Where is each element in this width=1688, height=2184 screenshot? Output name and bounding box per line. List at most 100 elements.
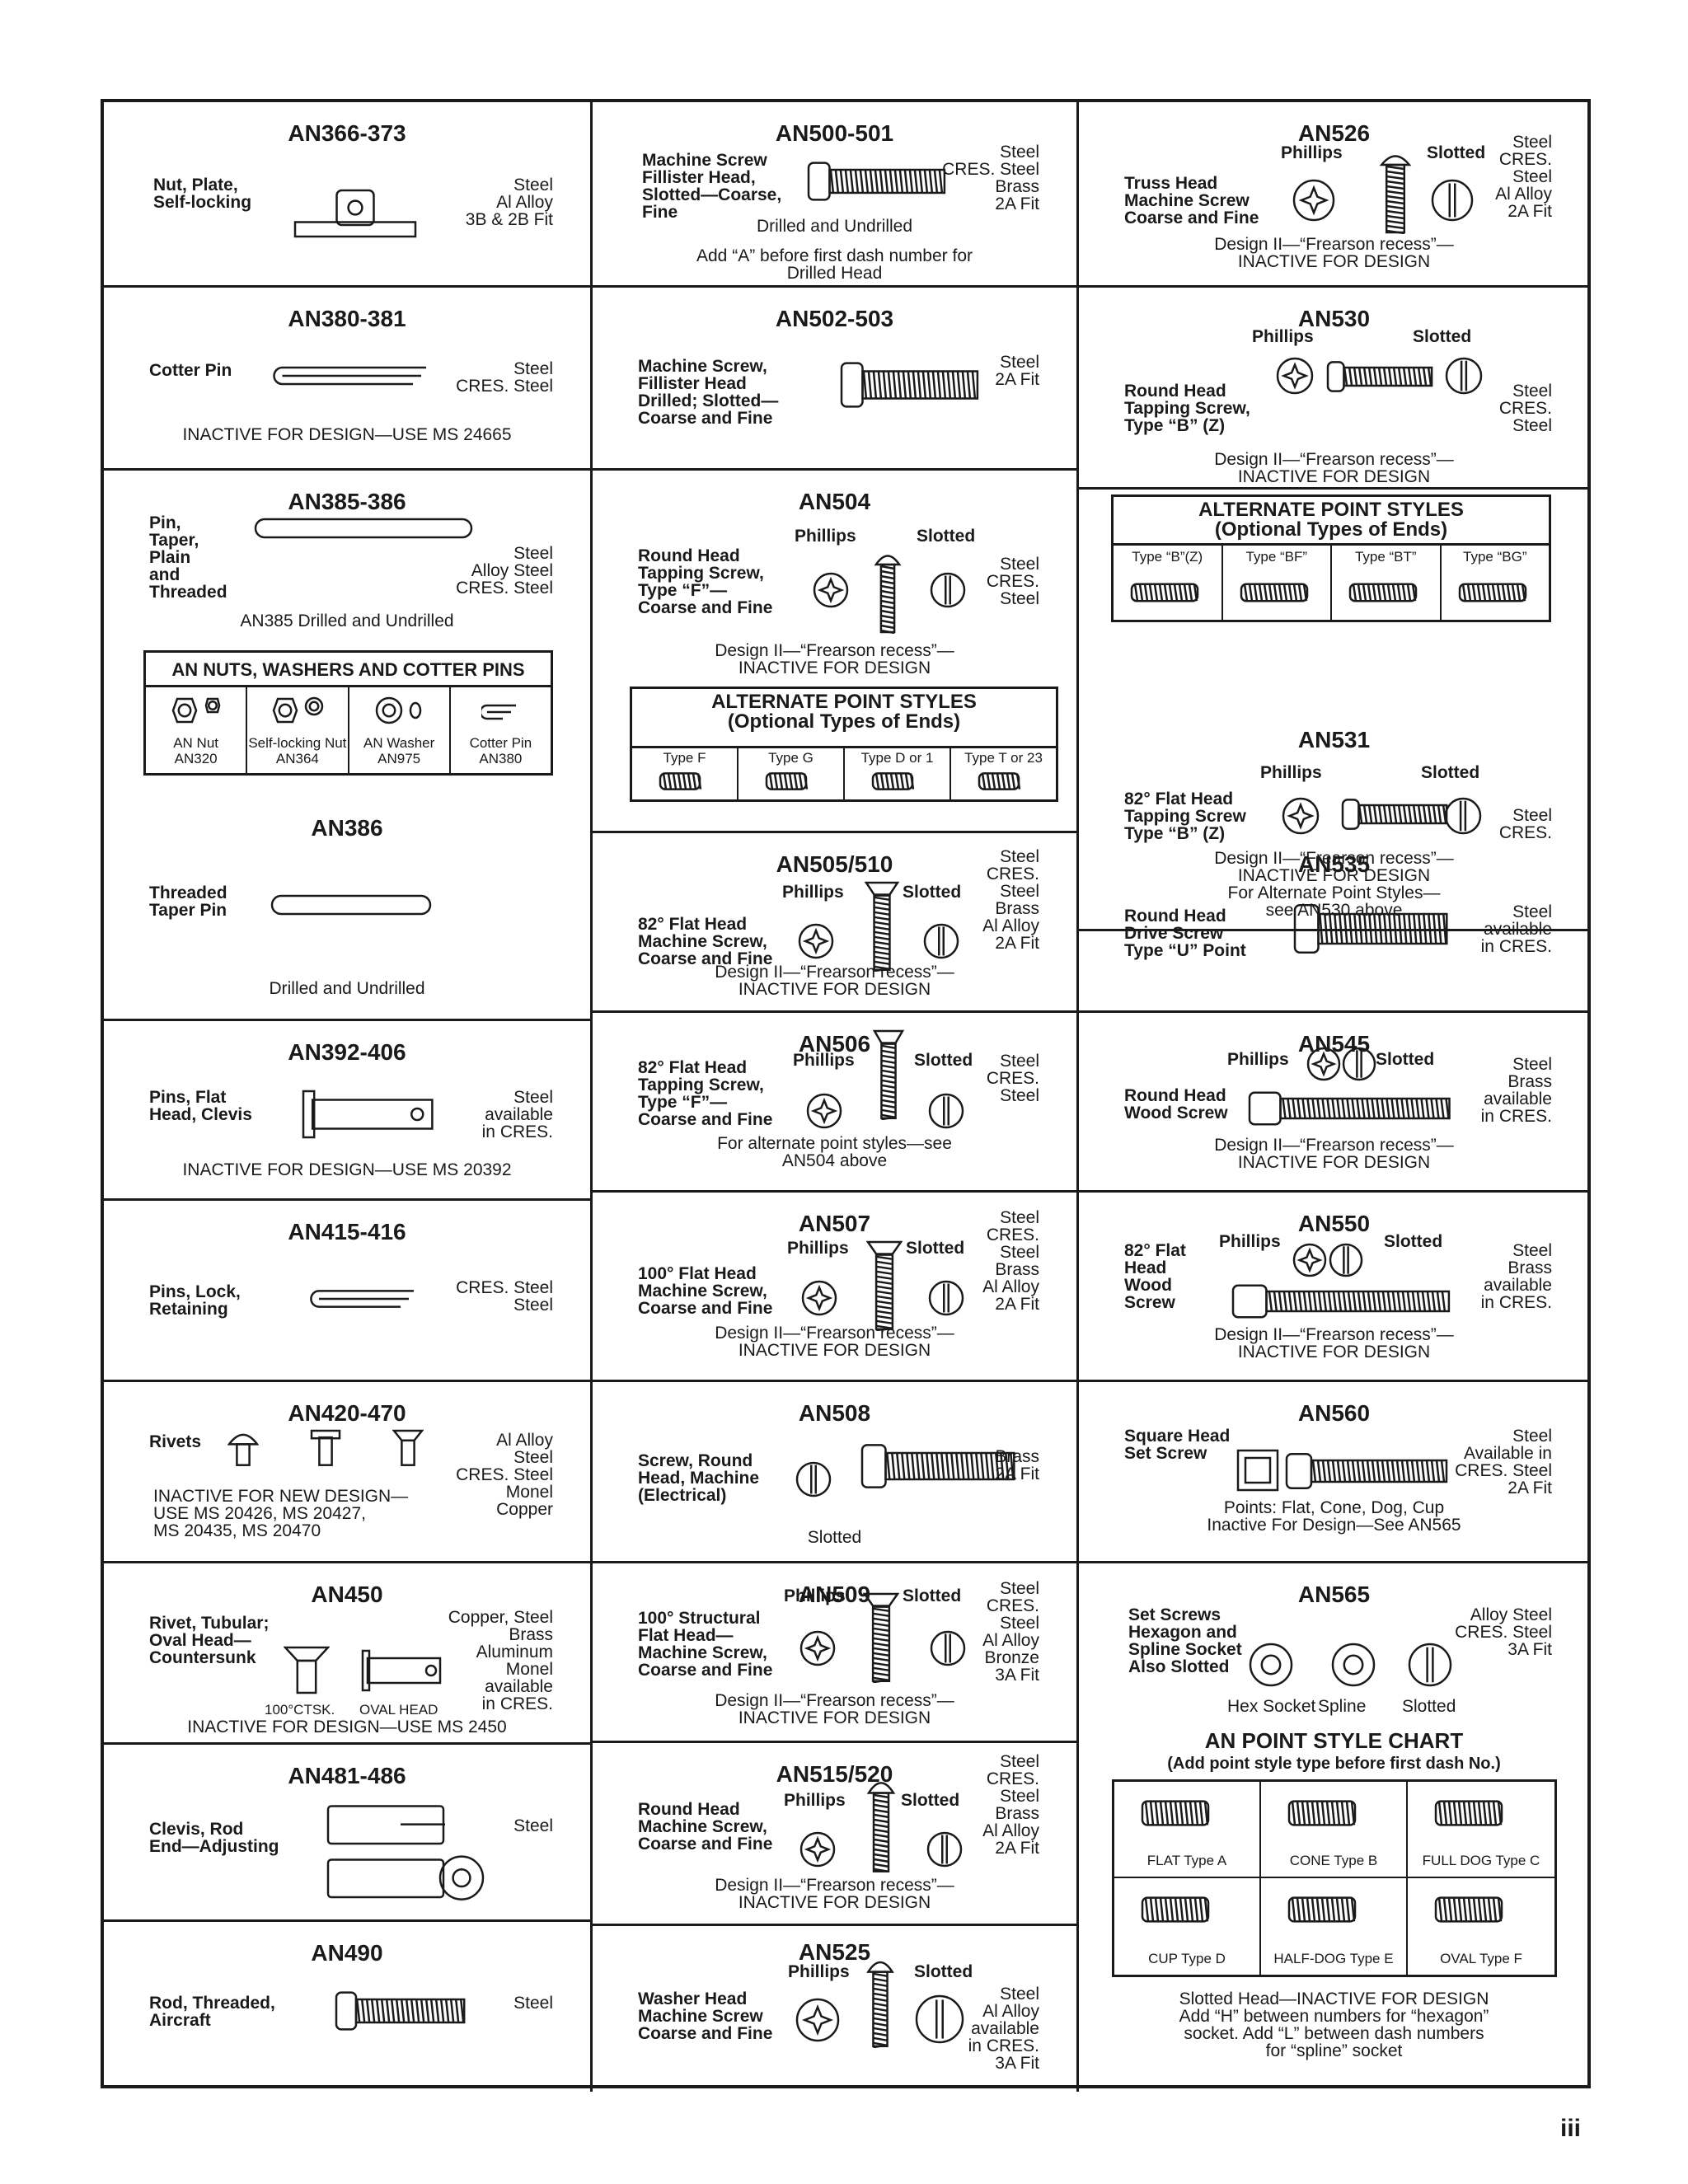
an531-note-line: Design II—“Frearson recess”— — [1214, 849, 1454, 868]
point-style-icon — [1286, 1793, 1368, 1833]
alt-point-item-label-2: Type “B”(Z) — [1132, 549, 1203, 565]
an420-code: AN420-470 — [288, 1400, 406, 1426]
cotter-pin-icon — [256, 355, 429, 396]
an530-phillips-label: Phillips — [1252, 327, 1314, 346]
an526-code: AN526 — [1297, 120, 1371, 146]
tubular-oval-head-rivet-icon — [361, 1646, 443, 1695]
an550-material-line: in CRES. — [1480, 1293, 1552, 1312]
an550-description-line: 82° Flat — [1124, 1241, 1186, 1260]
wood-screw-icon — [1248, 1089, 1454, 1128]
an565-material-line: 3A Fit — [1507, 1640, 1552, 1659]
an481-description-line: Clevis, Rod — [149, 1820, 244, 1839]
an500-material-line: Brass — [995, 177, 1039, 196]
an560-description-line: Set Screw — [1124, 1444, 1207, 1463]
an450-description: Rivet, Tubular;Oval Head—Countersunk — [149, 1615, 269, 1666]
an535-material-line: Steel — [1512, 902, 1552, 921]
an505-description-line: 82° Flat Head — [638, 915, 748, 934]
an509-note-line: Design II—“Frearson recess”— — [715, 1691, 954, 1710]
an392-note: INACTIVE FOR DESIGN—USE MS 20392 — [120, 1161, 574, 1179]
an565-note-line: for “spline” socket — [1265, 2041, 1403, 2060]
an509-description-line: 100° Structural — [638, 1609, 761, 1628]
an509-phillips-label: Phillips — [784, 1586, 846, 1605]
an526-description-line: Truss Head — [1124, 174, 1218, 193]
point-style-icon — [1139, 1793, 1221, 1833]
an366-code: AN366-373 — [288, 120, 406, 146]
threaded-taper-pin-icon — [269, 887, 434, 923]
an385-note: AN385 Drilled and Undrilled — [120, 612, 574, 630]
clevis-pin-icon — [302, 1085, 438, 1143]
an565-material-line: Alloy Steel — [1470, 1605, 1552, 1624]
an525-material-line: Steel — [1000, 1985, 1039, 2004]
an506-phillips-label: Phillips — [793, 1051, 855, 1070]
an490-description: Rod, Threaded,Aircraft — [149, 1994, 275, 2029]
an531-description-line: Tapping Screw — [1124, 807, 1246, 826]
point-style-icon — [870, 768, 919, 794]
point-style-icon — [657, 768, 706, 794]
an420-material-line: Monel — [505, 1483, 553, 1502]
an506-description-line: 82° Flat Head — [638, 1058, 748, 1077]
an380-note-line: INACTIVE FOR DESIGN—USE MS 24665 — [182, 425, 512, 444]
phillips-head-icon — [1292, 178, 1336, 223]
an509-description-line: Coarse and Fine — [638, 1661, 773, 1680]
an481-material-line: Steel — [513, 1816, 553, 1835]
an507-material-line: Steel — [1000, 1243, 1039, 1262]
alt-points-title-2: ALTERNATE POINT STYLES(Optional Types of… — [1114, 500, 1549, 540]
an-nuts-box-item-label-line: AN320 — [174, 751, 218, 766]
an506-slotted-label: Slotted — [914, 1051, 973, 1070]
an385-description-line: and — [149, 565, 181, 584]
an525-description-line: Coarse and Fine — [638, 2024, 773, 2043]
point-style-icon — [1139, 1890, 1221, 1929]
an450-material-line: Copper, Steel — [448, 1608, 553, 1627]
alt-point-item: Type F — [632, 748, 737, 799]
an500-note-2-line: Add “A” before first dash number for — [696, 246, 973, 265]
square-head-icon — [1236, 1448, 1280, 1493]
an545-phillips-label: Phillips — [1227, 1050, 1289, 1069]
set-screw-icon — [1285, 1450, 1450, 1493]
point-style-icon — [1456, 579, 1539, 607]
an526-description-line: Coarse and Fine — [1124, 209, 1259, 227]
an509-material-line: Al Alloy — [982, 1631, 1039, 1650]
point-style-icon — [1128, 579, 1211, 607]
an565-note-line: Slotted Head—INACTIVE FOR DESIGN — [1179, 1990, 1489, 2008]
an509-note: Design II—“Frearson recess”—INACTIVE FOR… — [609, 1692, 1060, 1727]
point-style-icon — [976, 768, 1025, 794]
an420-description-line: Rivets — [149, 1432, 202, 1451]
slotted-head-icon — [1443, 796, 1483, 836]
an545-note-line: INACTIVE FOR DESIGN — [1237, 1153, 1431, 1172]
an565-description-line: Hexagon and — [1128, 1623, 1237, 1642]
slotted-head-icon — [926, 1830, 964, 1868]
flat-head-tapping-screw-icon — [873, 1029, 904, 1120]
an450-material-line: available — [485, 1677, 553, 1696]
point-style-cell: FULL DOG Type C — [1408, 1782, 1554, 1878]
point-style-cell: OVAL Type F — [1408, 1878, 1554, 1975]
an500-material-line: CRES. Steel — [942, 160, 1039, 179]
an515-material-line: Steel — [1000, 1752, 1039, 1771]
an450-code: AN450 — [311, 1582, 383, 1607]
point-style-chart-subtitle: (Add point style type before first dash … — [1167, 1755, 1501, 1773]
phillips-head-icon — [1281, 796, 1320, 836]
hex-socket-icon — [1248, 1642, 1294, 1688]
an525-code: AN525 — [798, 1939, 871, 1965]
an505-material-line: CRES. — [986, 865, 1039, 883]
an490-description-line: Rod, Threaded, — [149, 1994, 275, 2013]
point-style-label: FULL DOG Type C — [1422, 1853, 1540, 1868]
